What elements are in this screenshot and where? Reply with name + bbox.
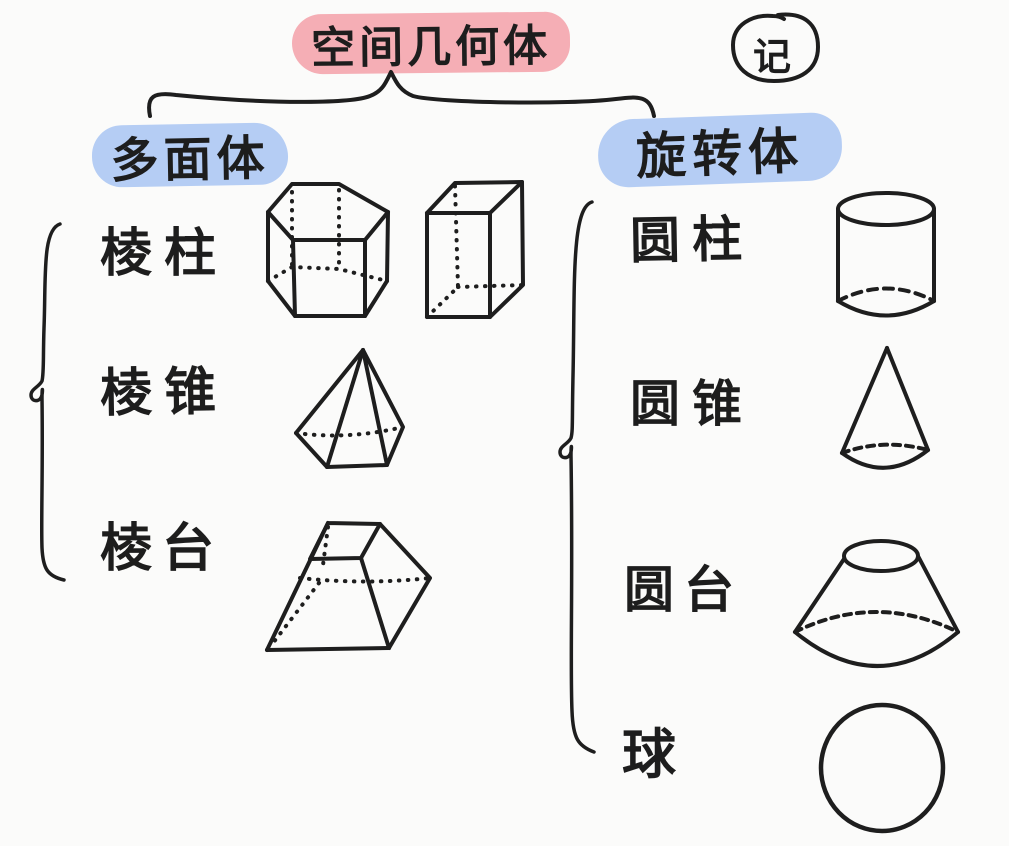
pentagonal-pyramid-icon [294, 348, 405, 469]
branch-label-revolution: 旋转体 [596, 111, 844, 189]
item-label-cone-frustum: 圆台 [624, 561, 744, 619]
sphere-icon [818, 702, 946, 834]
note-badge-text: 记 [753, 35, 792, 79]
rectangular-prism-icon [425, 180, 525, 319]
item-label-pyramid: 棱锥 [99, 361, 229, 425]
page-title: 空间几何体 [291, 11, 571, 75]
item-label-cone: 圆锥 [630, 375, 754, 433]
note-badge-circle-icon [731, 12, 820, 83]
cone-frustum-icon [793, 539, 960, 668]
branch-label-revolution-text: 旋转体 [635, 122, 806, 186]
page-title-text: 空间几何体 [310, 20, 552, 75]
item-label-prism: 棱柱 [100, 224, 229, 284]
branch-label-polyhedra-text: 多面体 [110, 130, 271, 190]
top-brace [147, 70, 656, 118]
cylinder-icon [836, 191, 936, 318]
cone-icon [840, 346, 930, 470]
item-label-cylinder: 圆柱 [629, 209, 755, 271]
middle-brace [558, 200, 596, 754]
left-brace [29, 222, 66, 582]
item-label-pyramid-frustum: 棱台 [100, 519, 225, 579]
item-label-sphere: 球 [622, 723, 676, 786]
pyramid-frustum-icon [265, 521, 432, 652]
hexagonal-prism-icon [266, 182, 390, 318]
